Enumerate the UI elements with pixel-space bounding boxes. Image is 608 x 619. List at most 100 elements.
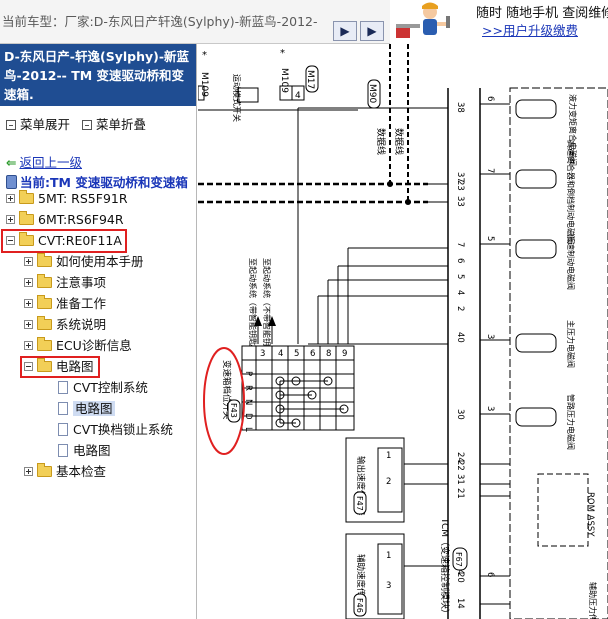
tree-item-label: ECU诊断信息 — [56, 338, 132, 353]
svg-text:3: 3 — [485, 334, 495, 339]
svg-text:38: 38 — [455, 102, 465, 113]
current-vehicle-label: 当前车型： — [2, 14, 65, 29]
expand-plus-icon[interactable] — [24, 278, 33, 287]
play-icon: ▶ — [340, 24, 350, 38]
expand-plus-icon[interactable] — [24, 467, 33, 476]
tree-item-system-description[interactable]: 系统说明 — [24, 316, 106, 334]
wiring-diagram[interactable]: M109 * 运动模式开关 M109 * 4 M17 M90 数据线 数据线 — [198, 44, 608, 619]
svg-text:6: 6 — [455, 258, 465, 263]
tree-item-label: CVT:RE0F11A — [38, 233, 122, 248]
expand-plus-icon[interactable] — [6, 215, 15, 224]
document-icon — [58, 444, 68, 457]
connector-label: M109 — [279, 68, 289, 93]
connector-label: M109 — [199, 72, 209, 97]
data-line-label: 数据线 — [375, 128, 387, 155]
expand-plus-icon[interactable] — [24, 320, 33, 329]
svg-text:4: 4 — [455, 290, 465, 295]
tree-item-manual[interactable]: 如何使用本手册 — [24, 253, 144, 271]
tree-item-6mt[interactable]: 6MT:RS6F94R — [6, 211, 124, 229]
promo-banner: 随时 随地手机 查阅维修 >>用户升级缴费 — [390, 0, 608, 44]
back-link[interactable]: ⇐返回上一级 — [6, 152, 82, 171]
tcm-label: TCM（变速箱控制模块） — [439, 517, 451, 618]
current-vehicle: 当前车型：厂家:D-东风日产轩逸(Sylphy)-新蓝鸟-2012- — [2, 14, 332, 29]
tree-item-shift-lock[interactable]: CVT换档锁止系统 — [58, 421, 173, 439]
tree-item-label: 5MT: RS5F91R — [38, 191, 128, 206]
svg-text:液力变矩离合电磁阀: 液力变矩离合电磁阀 — [568, 94, 578, 166]
star-mark: * — [280, 48, 285, 59]
folder-icon — [37, 337, 52, 351]
tree-item-label: 电路图 — [73, 401, 115, 416]
tree-item-preparation[interactable]: 准备工作 — [24, 295, 106, 313]
start-system-label: 至起动系统（带智能钥匙） — [248, 258, 258, 354]
svg-text:N: N — [243, 399, 253, 405]
sport-mode-label: 运动模式开关 — [232, 74, 242, 122]
document-icon — [58, 402, 68, 415]
fast-forward-icon: ▶ — [367, 24, 377, 38]
tree-item-basic-inspection[interactable]: 基本检查 — [24, 463, 106, 481]
sport-mode-switch — [237, 87, 259, 103]
svg-text:低速制动电磁阀: 低速制动电磁阀 — [566, 234, 576, 290]
connector-label: M90 — [367, 84, 377, 103]
folder-icon — [19, 211, 34, 225]
tree-item-wiring-selected[interactable]: 电路图 — [58, 400, 115, 418]
folder-icon — [37, 463, 52, 477]
folder-icon — [19, 190, 34, 204]
folder-icon — [37, 253, 52, 267]
pin-label: 2 — [386, 477, 391, 487]
tree-item-label: 如何使用本手册 — [56, 254, 144, 269]
collapse-menu-button[interactable]: 菜单折叠 — [82, 114, 146, 133]
connector-label: F43 — [229, 403, 238, 418]
wiring-diagram-canvas: M109 * 运动模式开关 M109 * 4 M17 M90 数据线 数据线 — [198, 44, 608, 619]
pin-label: 1 — [386, 451, 391, 461]
connector-label: F47 — [355, 496, 364, 511]
navigation-panel: D-东风日产-轩逸(Sylphy)-新蓝鸟-2012-- TM 变速驱动桥和变速… — [0, 44, 197, 619]
next-page-button[interactable]: ▶ — [360, 21, 384, 41]
collapse-minus-icon[interactable] — [6, 236, 15, 245]
document-icon — [58, 423, 68, 436]
book-title: D-东风日产-轩逸(Sylphy)-新蓝鸟-2012-- TM 变速驱动桥和变速… — [0, 44, 196, 106]
tree-item-cvt[interactable]: CVT:RE0F11A — [6, 232, 122, 250]
upgrade-link[interactable]: >>用户升级缴费 — [482, 23, 578, 38]
promo-text: 随时 随地手机 查阅维修 — [476, 6, 608, 21]
current-section-label: 当前:TM 变速驱动桥和变速箱 — [20, 175, 188, 190]
back-link-label: 返回上一级 — [19, 155, 82, 170]
svg-text:高速离合器和倒档制动电磁阀: 高速离合器和倒档制动电磁阀 — [566, 140, 576, 244]
tree-item-label: 电路图 — [73, 443, 111, 458]
svg-text:21: 21 — [455, 488, 465, 499]
switch-name: 变速箱档位开关 — [221, 360, 232, 420]
svg-text:L: L — [243, 427, 253, 432]
tree-item-wiring-2[interactable]: 电路图 — [58, 442, 111, 460]
expand-menu-button[interactable]: 菜单展开 — [6, 114, 70, 133]
highlight-box — [20, 356, 100, 378]
tree-item-cvt-control[interactable]: CVT控制系统 — [58, 379, 148, 397]
tree-item-label: 基本检查 — [56, 464, 107, 479]
tree-item-5mt[interactable]: 5MT: RS5F91R — [6, 190, 128, 208]
open-folder-icon — [37, 358, 52, 372]
svg-text:8: 8 — [326, 349, 331, 359]
tree-item-label: 6MT:RS6F94R — [38, 212, 124, 227]
expand-plus-icon[interactable] — [24, 341, 33, 350]
shift-position-switch-matrix: P R N D L 3 4 5 6 8 9 — [241, 345, 355, 432]
svg-text:3: 3 — [260, 349, 265, 359]
expand-plus-icon[interactable] — [6, 194, 15, 203]
expand-plus-icon[interactable] — [24, 299, 33, 308]
collapse-minus-icon[interactable] — [24, 362, 33, 371]
svg-text:辅助压力传感器: 辅助压力传感器 — [588, 582, 598, 619]
svg-text:5: 5 — [294, 349, 299, 359]
svg-text:30: 30 — [455, 409, 465, 420]
svg-text:33: 33 — [455, 196, 465, 207]
svg-text:22: 22 — [455, 460, 465, 471]
connector-box — [198, 85, 205, 101]
expand-plus-icon[interactable] — [24, 257, 33, 266]
expand-menu-label: 菜单展开 — [20, 117, 71, 132]
tree-item-precautions[interactable]: 注意事项 — [24, 274, 106, 292]
connector-box — [227, 399, 241, 423]
svg-text:5: 5 — [485, 236, 495, 241]
connector-box — [452, 547, 468, 571]
tree-item-wiring-diagram[interactable]: 电路图 — [24, 358, 94, 376]
current-vehicle-value: 厂家:D-东风日产轩逸(Sylphy)-新蓝鸟-2012- — [64, 14, 318, 29]
prev-page-button[interactable]: ▶ — [333, 21, 357, 41]
back-arrow-icon: ⇐ — [6, 155, 17, 170]
collapse-icon — [82, 120, 92, 130]
tree-item-ecu-diagnosis[interactable]: ECU诊断信息 — [24, 337, 132, 355]
